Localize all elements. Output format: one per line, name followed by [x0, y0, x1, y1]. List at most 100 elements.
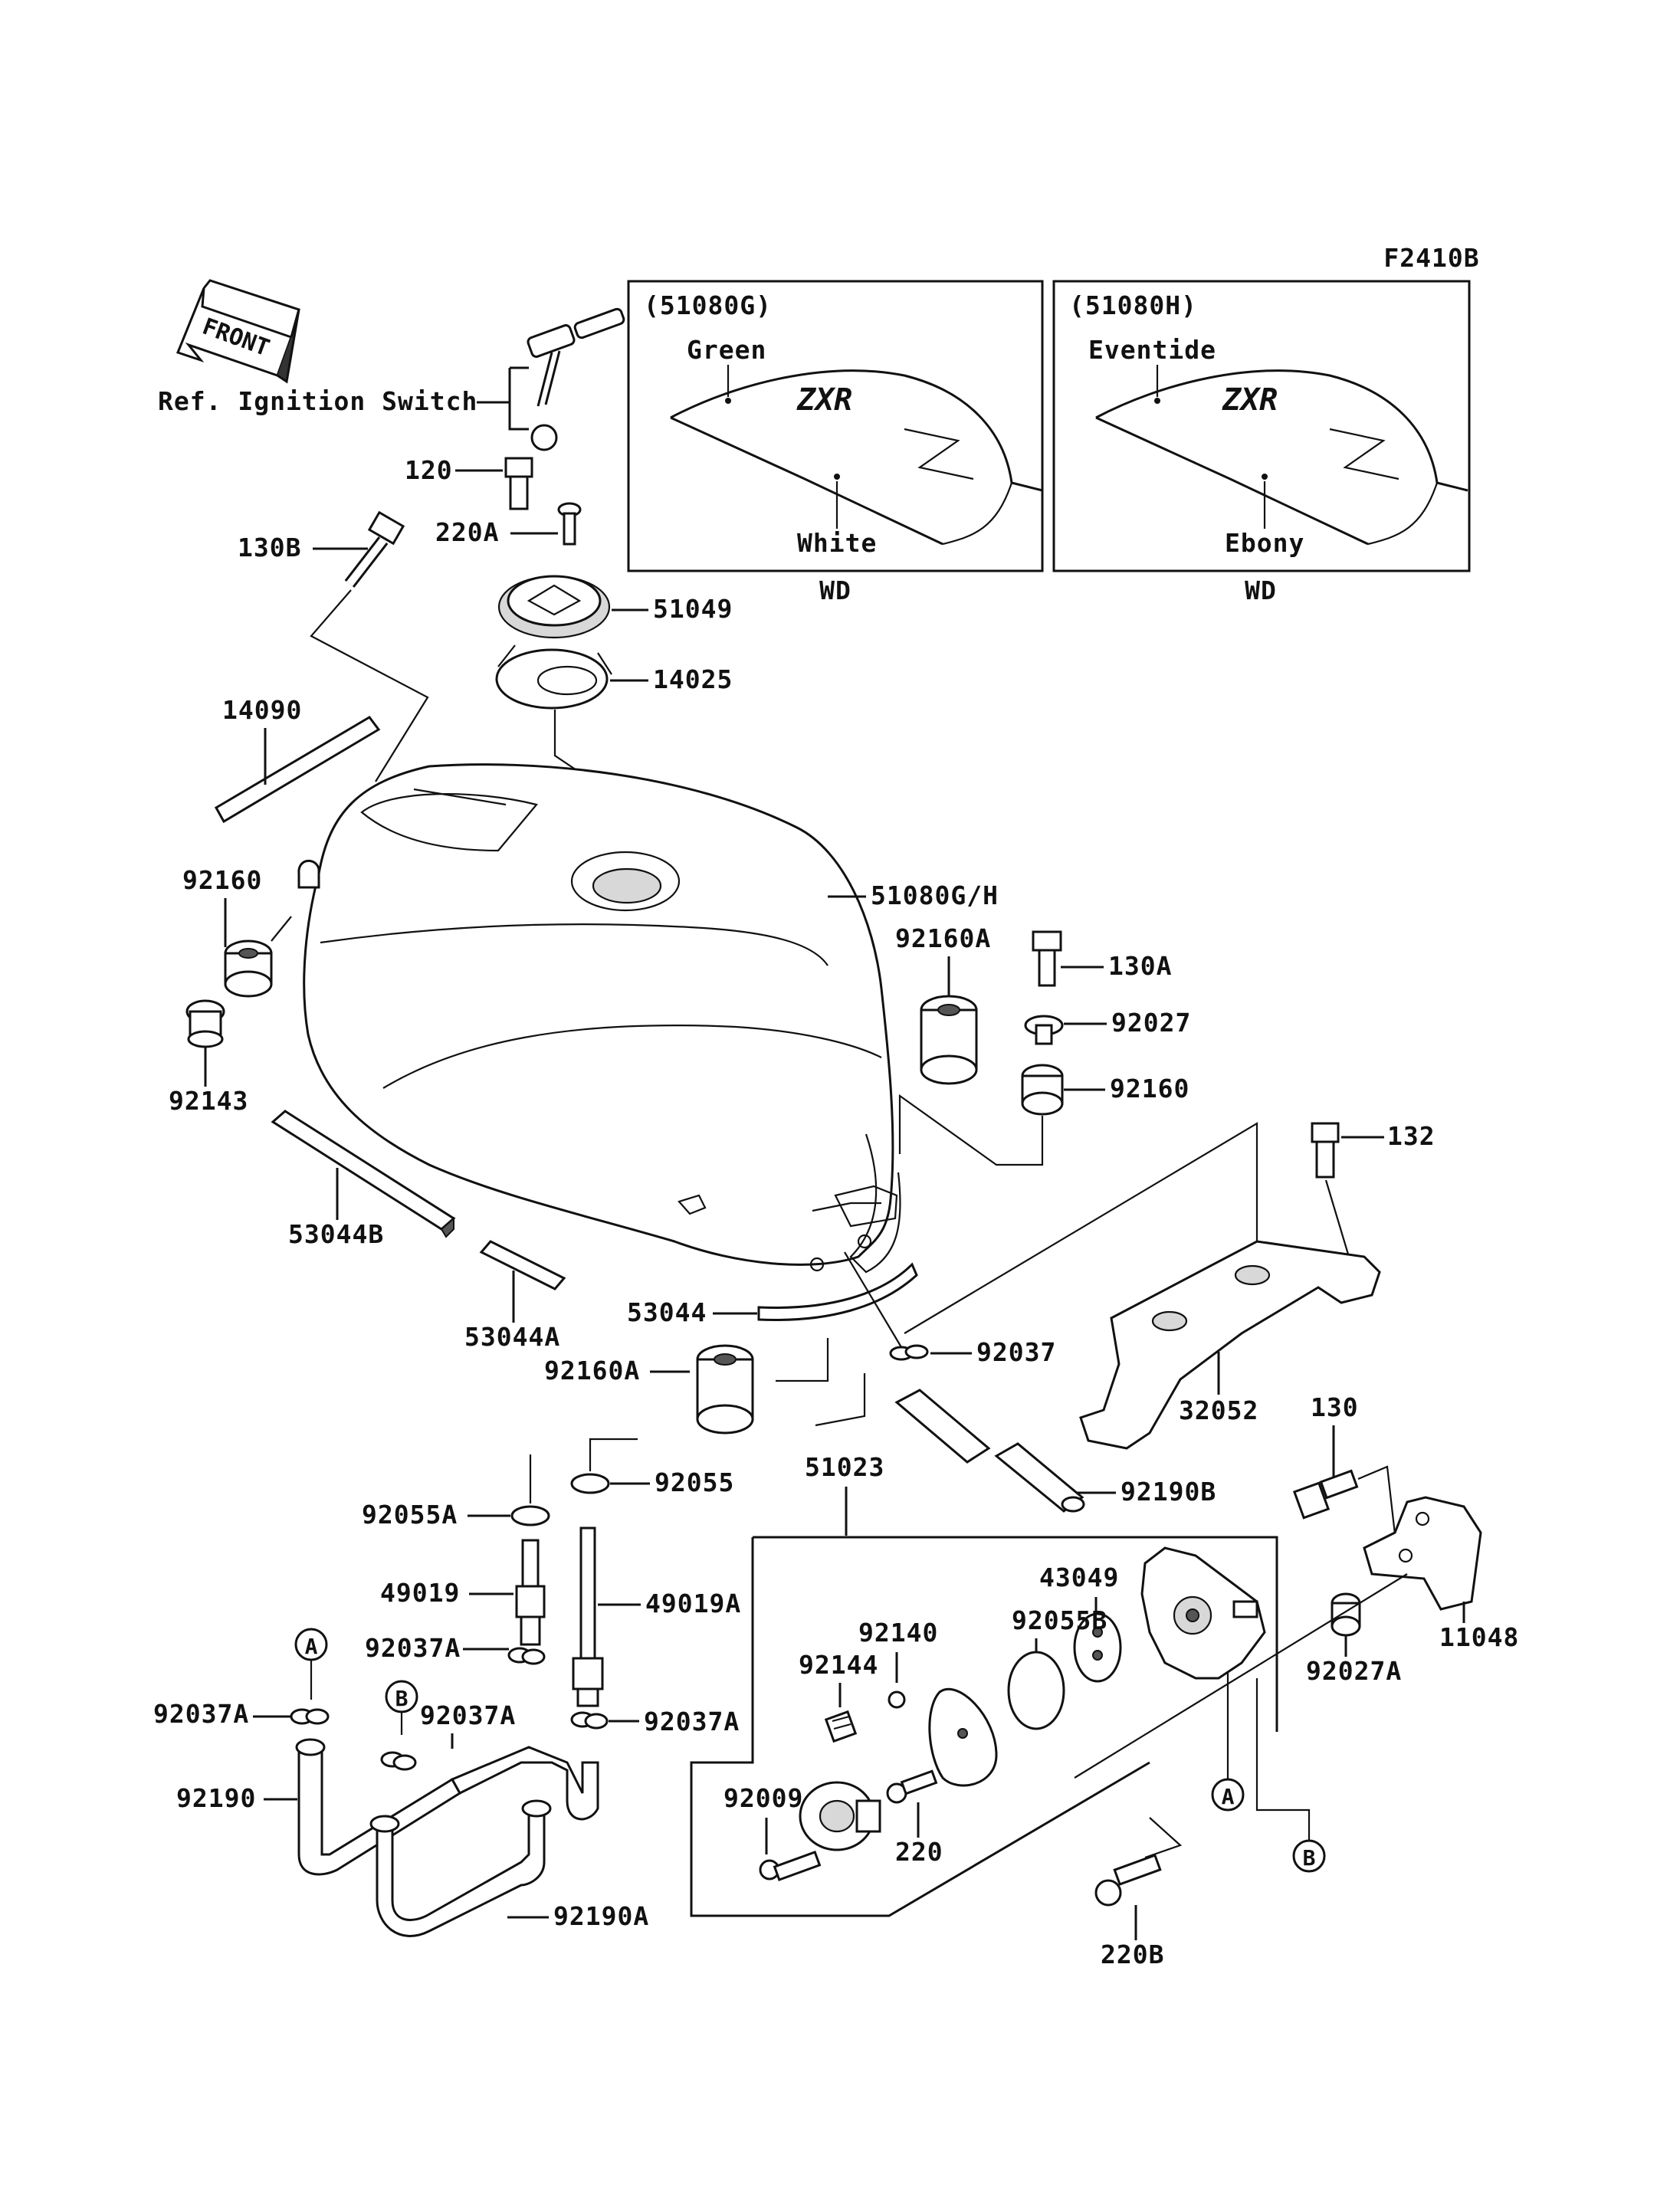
inset-left-color-bottom: White: [797, 528, 877, 558]
label-92037: 92037: [976, 1337, 1056, 1367]
damper-92160a-upper: [920, 995, 978, 1085]
inset-left-code: (51080G): [644, 290, 772, 320]
label-92160-right: 92160: [1110, 1074, 1189, 1103]
fuel-pump-body: [1140, 1546, 1266, 1680]
label-220b: 220B: [1101, 1940, 1164, 1969]
clip-92037a-2: [507, 1647, 546, 1665]
bolt-132: [1311, 1122, 1340, 1179]
strip-14090: [214, 716, 381, 824]
hose-92190a: [369, 1799, 552, 1937]
label-92027a: 92027A: [1306, 1656, 1402, 1686]
hose-92190: [295, 1738, 599, 1876]
label-92160a-lower: 92160A: [544, 1356, 640, 1385]
damper-92160a-lower: [696, 1344, 754, 1435]
label-92140: 92140: [858, 1618, 938, 1648]
label-220: 220: [895, 1837, 943, 1867]
label-11048: 11048: [1439, 1622, 1519, 1652]
label-120: 120: [405, 455, 453, 485]
hose-92190b: [894, 1389, 1085, 1513]
front-arrow-icon: FRONT: [176, 279, 300, 384]
bolt-130: [1292, 1469, 1359, 1520]
circle-marker-a-left: A: [294, 1628, 328, 1661]
inset-right-code: (51080H): [1069, 290, 1197, 320]
label-92037a-2: 92037A: [365, 1633, 461, 1663]
svg-text:B: B: [1303, 1845, 1316, 1871]
svg-text:B: B: [395, 1686, 409, 1711]
circle-marker-a-right: A: [1211, 1778, 1245, 1812]
label-51023: 51023: [805, 1452, 884, 1482]
diaphragm-43049: [1073, 1612, 1122, 1683]
clip-92037a-4: [570, 1711, 609, 1730]
inset-51080h: (51080H) Eventide Ebony ZXR WD: [1052, 280, 1471, 605]
collar-92027a: [1331, 1592, 1361, 1637]
label-92037a-3: 92037A: [420, 1700, 516, 1730]
label-92160a-upper: 92160A: [895, 923, 991, 953]
svg-text:A: A: [1222, 1784, 1235, 1809]
label-92144: 92144: [799, 1650, 878, 1680]
label-130a: 130A: [1108, 951, 1172, 981]
gasket-14025: [495, 644, 612, 710]
label-92055: 92055: [655, 1467, 734, 1497]
strip-53044a: [479, 1240, 566, 1290]
clip-92037a-3: [380, 1751, 417, 1771]
label-92143: 92143: [169, 1086, 248, 1116]
label-53044b: 53044B: [288, 1219, 384, 1249]
valve-49019a: [572, 1526, 604, 1707]
label-92037a-4: 92037A: [644, 1707, 740, 1736]
label-51049: 51049: [653, 594, 733, 624]
bolt-130a: [1032, 930, 1062, 987]
label-49019a: 49019A: [645, 1589, 741, 1618]
valve-49019: [515, 1539, 546, 1646]
label-53044a: 53044A: [464, 1322, 560, 1352]
bolt-130b: [344, 510, 405, 588]
cover-92009: [799, 1781, 881, 1851]
figure-code: F2410B: [1383, 243, 1479, 273]
label-53044: 53044: [627, 1297, 707, 1327]
bolt-120: [504, 457, 533, 510]
svg-text:A: A: [305, 1634, 318, 1659]
strip-53044b: [271, 1110, 456, 1238]
screw-220b: [1094, 1854, 1162, 1907]
inset-51080g: (51080G) Green White ZXR WD: [627, 280, 1044, 605]
screw-220a: [557, 502, 582, 546]
screw-92009: [759, 1851, 822, 1881]
label-92027: 92027: [1111, 1008, 1191, 1038]
label-220a: 220A: [435, 517, 499, 547]
inset-right-variant: WD: [1245, 575, 1277, 605]
fuel-cap-51049: [497, 575, 611, 639]
inset-right-color-top: Eventide: [1088, 335, 1216, 365]
label-14025: 14025: [653, 664, 733, 694]
ref-ignition-switch-label: Ref. Ignition Switch: [158, 386, 477, 416]
damper-92160-right: [1021, 1064, 1064, 1116]
oring-92055: [570, 1473, 610, 1494]
damper-92160-left: [224, 939, 273, 998]
label-92160-left: 92160: [182, 865, 262, 895]
screw-220: [886, 1769, 938, 1804]
label-43049: 43049: [1039, 1562, 1119, 1592]
clip-92037a-1: [290, 1708, 330, 1725]
fuel-pump-box-51023: [690, 1536, 1278, 1917]
label-92009: 92009: [724, 1783, 803, 1813]
plug-92140: [888, 1690, 906, 1709]
oring-92055b: [1007, 1651, 1065, 1730]
bracket-32052: [1079, 1240, 1381, 1450]
inset-right-color-bottom: Ebony: [1225, 528, 1304, 558]
inset-left-color-top: Green: [687, 335, 766, 365]
label-92055b: 92055B: [1012, 1605, 1107, 1635]
collar-92027: [1024, 1015, 1064, 1045]
label-92037a-1: 92037A: [153, 1699, 249, 1729]
fuel-tank-51080gh: [303, 763, 901, 1274]
grommet-92143: [185, 999, 225, 1048]
inset-left-logo: ZXR: [796, 382, 852, 418]
label-14090: 14090: [222, 695, 302, 725]
label-49019: 49019: [380, 1578, 460, 1608]
strip-53044: [757, 1262, 918, 1321]
label-92190a: 92190A: [553, 1901, 649, 1931]
inset-right-logo: ZXR: [1222, 382, 1278, 418]
spring-92144: [824, 1710, 858, 1743]
label-130: 130: [1311, 1392, 1359, 1422]
circle-marker-b-right: B: [1292, 1839, 1326, 1873]
label-51080gh: 51080G/H: [871, 880, 999, 910]
label-92190: 92190: [176, 1783, 256, 1813]
